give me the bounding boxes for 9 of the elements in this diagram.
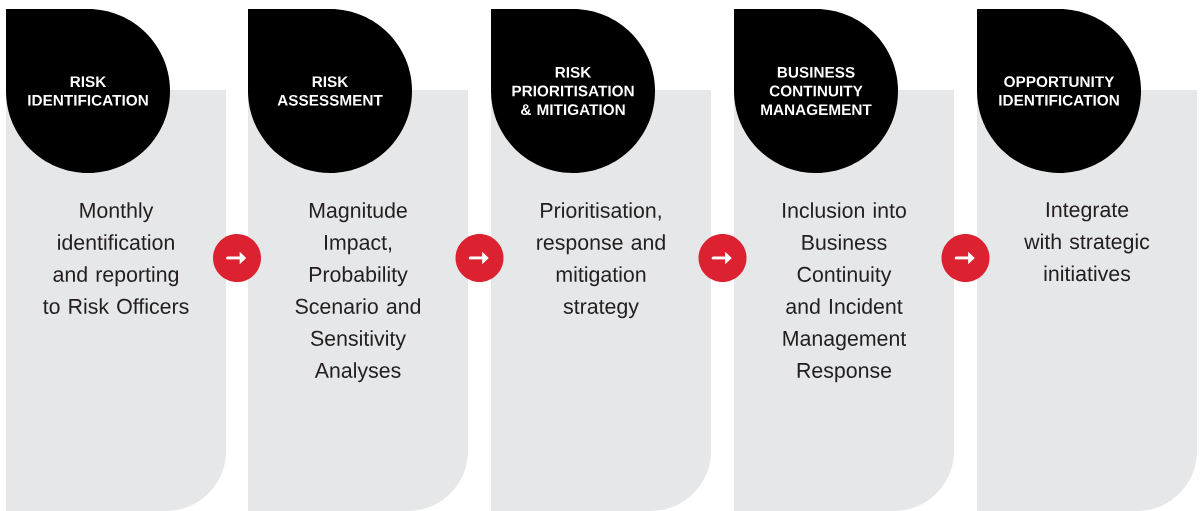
- heading-badge: BUSINESS CONTINUITY MANAGEMENT: [734, 9, 898, 173]
- arrow-button: [941, 234, 990, 282]
- heading-badge: RISK IDENTIFICATION: [6, 9, 170, 173]
- heading-badge: RISK ASSESSMENT: [248, 9, 412, 173]
- arrow-button: [213, 234, 261, 282]
- heading-badge: OPPORTUNITY IDENTIFICATION: [977, 9, 1141, 173]
- heading-badge: RISK PRIORITISATION & MITIGATION: [491, 9, 655, 173]
- arrow-button: [698, 234, 747, 282]
- arrow-button: [455, 234, 504, 282]
